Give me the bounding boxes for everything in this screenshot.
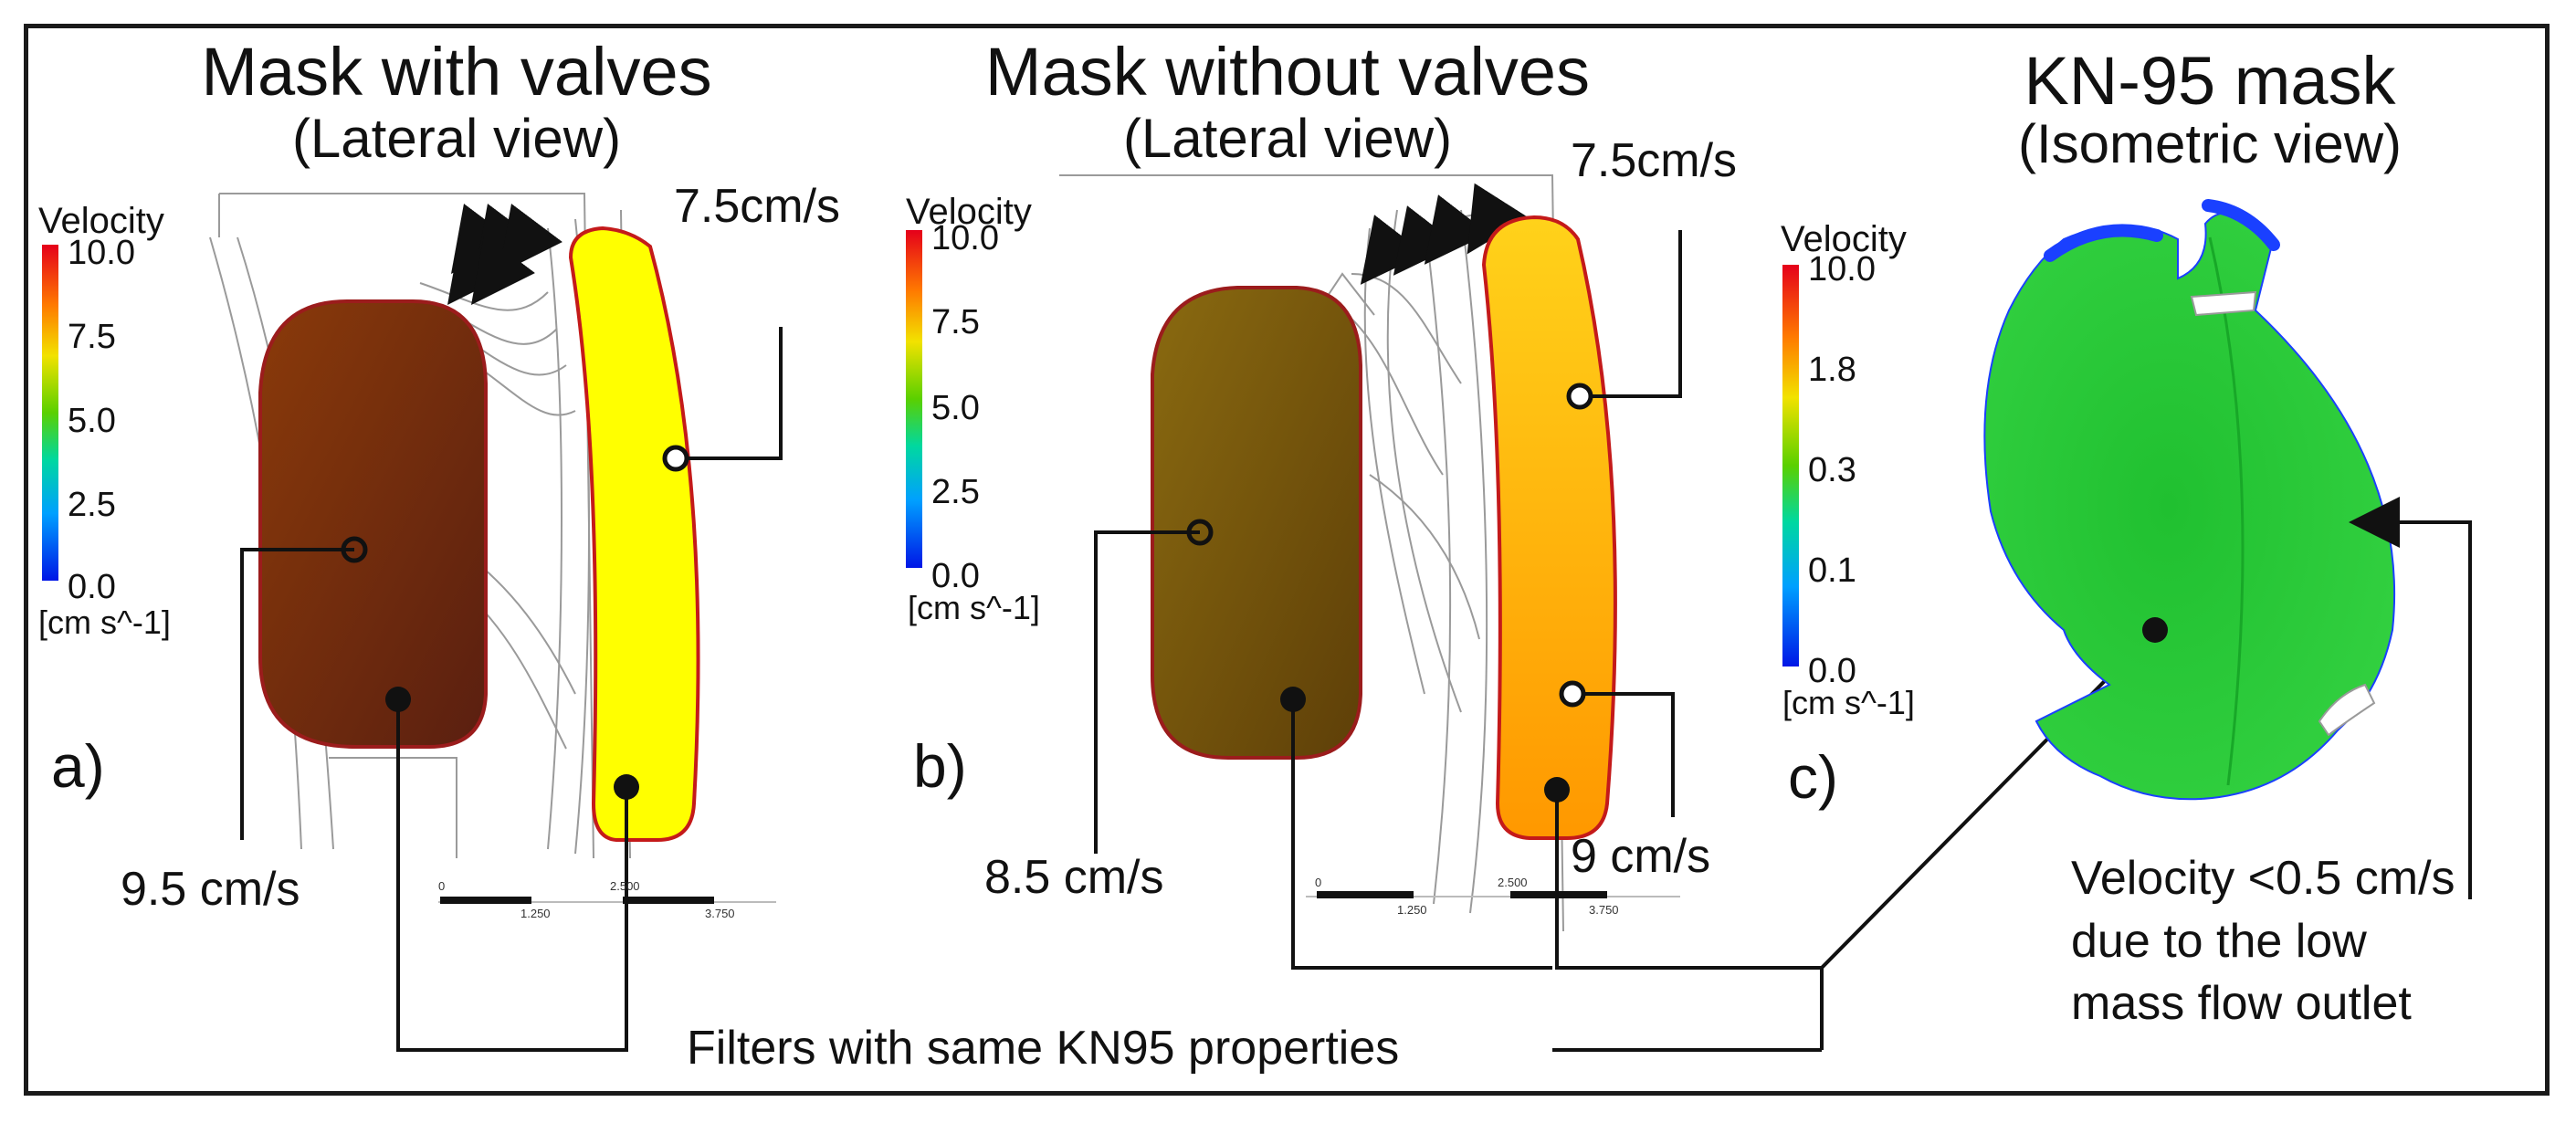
panel-c-graphics	[1983, 199, 2472, 899]
panel-b-subtitle: (Lateral view)	[1122, 108, 1453, 169]
panel-b-scale-ruler	[1306, 891, 1680, 898]
inflow-arrow	[1393, 205, 1458, 276]
panel-c-colorbar-unit: [cm s^-1]	[1782, 684, 1915, 721]
panel-c-annotation-line: mass flow outlet	[2071, 977, 2412, 1031]
footer-label: Filters with same KN95 properties	[678, 1024, 1409, 1072]
inflow-arrow	[471, 235, 535, 305]
panel-c-annotation-line: due to the low	[2071, 914, 2367, 968]
panel-a-filter-right	[568, 226, 700, 842]
panel-c-colorbar-tick: 0.3	[1808, 451, 1856, 489]
panel-c-mask-body	[1983, 212, 2396, 801]
panel-a-subtitle: (Lateral view)	[291, 108, 622, 169]
panel-c-colorbar-tick: 1.8	[1808, 351, 1856, 389]
panel-b-colorbar-tick: 10.0	[931, 219, 999, 257]
leader-9-b	[1572, 692, 1675, 817]
panel-b-ruler-tick: 3.750	[1589, 903, 1619, 917]
panel-b-colorbar	[906, 230, 922, 568]
panel-a-colorbar	[42, 245, 58, 581]
leader-filters-b	[1291, 699, 1552, 970]
panel-b-ruler-tick: 0	[1315, 876, 1322, 889]
panel-b-colorbar-title: Velocity	[906, 192, 1032, 232]
panel-c-colorbar	[1782, 265, 1799, 666]
panel-a-colorbar-tick: 2.5	[68, 486, 116, 524]
panel-b-colorbar-tick: 0.0	[931, 557, 980, 595]
panel-c-colorbar-tick: 0.0	[1808, 652, 1856, 690]
leader-7.5-b	[1580, 230, 1682, 398]
panel-a-annotation-9.5: 9.5 cm/s	[121, 863, 300, 916]
panel-c-edge-blue-left	[2044, 224, 2163, 262]
figure-frame	[24, 24, 2550, 1096]
panel-b-graphics	[1059, 174, 2157, 1052]
panel-a-title: Mask with valves	[201, 34, 712, 110]
leader-9.5-a	[240, 548, 354, 840]
leader-outlet-c	[2349, 497, 2472, 899]
panel-a-colorbar-title: Velocity	[38, 201, 164, 241]
panel-a-colorbar-tick: 7.5	[68, 318, 116, 356]
panel-b-annotation-8.5: 8.5 cm/s	[984, 851, 1164, 904]
inflow-arrow	[1360, 215, 1425, 285]
panel-b-ruler-tick: 2.500	[1498, 876, 1528, 889]
panel-b-colorbar-tick: 2.5	[931, 473, 980, 511]
panel-c-annotation-line: Velocity <0.5 cm/s	[2071, 852, 2455, 905]
panel-c-colorbar-tick: 10.0	[1808, 250, 1876, 289]
panel-b-filter-right	[1481, 215, 1617, 840]
panel-b-label: b)	[913, 732, 967, 800]
panel-a-colorbar-tick: 10.0	[68, 234, 135, 272]
panel-a-colorbar-unit: [cm s^-1]	[38, 603, 171, 641]
panel-a-ruler-tick: 3.750	[705, 907, 735, 920]
panel-c-title: KN-95 mask	[2024, 43, 2396, 119]
panel-c-label: c)	[1788, 743, 1838, 811]
panel-a-colorbar-tick: 5.0	[68, 402, 116, 440]
panel-a-colorbar-tick: 0.0	[68, 568, 116, 606]
panel-a-label: a)	[51, 732, 105, 800]
panel-b-colorbar-tick: 7.5	[931, 303, 980, 341]
panel-a-filter-left	[258, 299, 488, 749]
panel-b-title: Mask without valves	[984, 34, 1591, 110]
panel-c-cutout	[2190, 290, 2257, 317]
leader-filters-b2	[1555, 790, 1822, 970]
panel-b-colorbar-unit: [cm s^-1]	[908, 589, 1040, 626]
leader-filters-c	[1820, 628, 2157, 1050]
panel-a-graphics	[209, 193, 783, 1052]
panel-b-colorbar-tick: 5.0	[931, 389, 980, 427]
leader-7.5-a	[676, 327, 783, 460]
panel-a-annotation-7.5: 7.5cm/s	[674, 180, 841, 233]
panel-c-colorbar-tick: 0.1	[1808, 551, 1856, 590]
panel-b-annotation-7.5: 7.5cm/s	[1571, 134, 1738, 187]
panel-c-colorbar-title: Velocity	[1781, 219, 1907, 259]
panel-b-ruler-tick: 1.250	[1397, 903, 1427, 917]
panel-c-subtitle: (Isometric view)	[2017, 113, 2403, 174]
inflow-arrow	[499, 204, 563, 274]
panel-c-annotation: Velocity <0.5 cm/s due to the low mass f…	[2071, 847, 2455, 1035]
inflow-arrow	[1424, 194, 1489, 265]
panel-b-annotation-9: 9 cm/s	[1571, 830, 1711, 883]
panel-a-ruler-tick: 1.250	[520, 907, 551, 920]
inflow-arrow	[1467, 183, 1529, 255]
panel-b-filter-left	[1151, 286, 1362, 760]
panel-c-edge-blue-right	[2202, 199, 2280, 251]
leader-8.5-b	[1094, 530, 1200, 854]
leader-filters-a	[396, 699, 628, 1052]
panel-a-ruler-tick: 2.500	[610, 879, 640, 893]
panel-a-scale-ruler	[438, 897, 776, 904]
panel-a-ruler-tick: 0	[438, 879, 446, 893]
